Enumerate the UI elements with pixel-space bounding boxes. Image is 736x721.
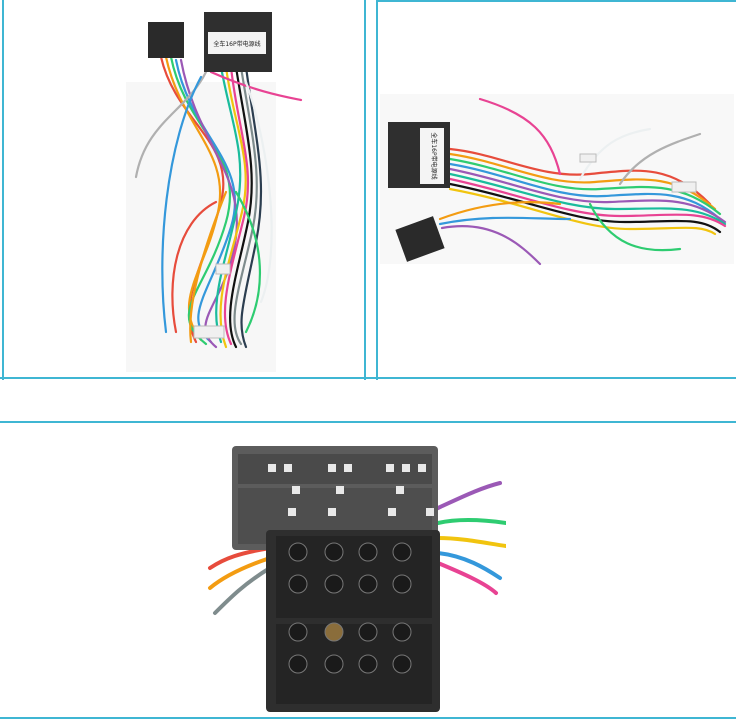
small-connector xyxy=(671,181,697,193)
harness-illustration-vertical: 全车16P带电源线 xyxy=(126,12,303,372)
connector-small-black xyxy=(148,22,184,58)
frame-top-right-cap xyxy=(378,0,736,2)
frame-divider-vertical-2 xyxy=(376,0,378,380)
iso-connector-photo xyxy=(200,428,506,716)
frame-divider-vertical-1 xyxy=(364,0,366,380)
iso-connector-illustration xyxy=(200,428,506,716)
wire-bundle xyxy=(134,55,303,349)
connector-label-text: 全车16P带电源线 xyxy=(213,40,260,48)
harness-photo-vertical: 全车16P带电源线 xyxy=(6,2,362,374)
small-connector xyxy=(215,263,231,275)
upper-pin-slots xyxy=(268,464,434,516)
harness-photo-horizontal: 全车16P带电源线 xyxy=(380,4,734,374)
frame-horizontal-mid-1 xyxy=(0,377,736,379)
connector-label-text: 全车16P带电源线 xyxy=(430,132,438,179)
connector-label-sticker xyxy=(208,32,266,54)
lower-round-pins xyxy=(288,542,412,674)
harness-illustration-horizontal: 全车16P带电源线 xyxy=(380,94,734,266)
connector-label-sticker xyxy=(420,128,444,184)
small-connector xyxy=(579,153,597,163)
frame-bottom-border xyxy=(0,717,736,719)
connector-small-black xyxy=(395,216,445,262)
small-connector xyxy=(193,325,225,339)
frame-horizontal-mid-2 xyxy=(0,421,736,423)
frame-left-border xyxy=(2,0,4,380)
